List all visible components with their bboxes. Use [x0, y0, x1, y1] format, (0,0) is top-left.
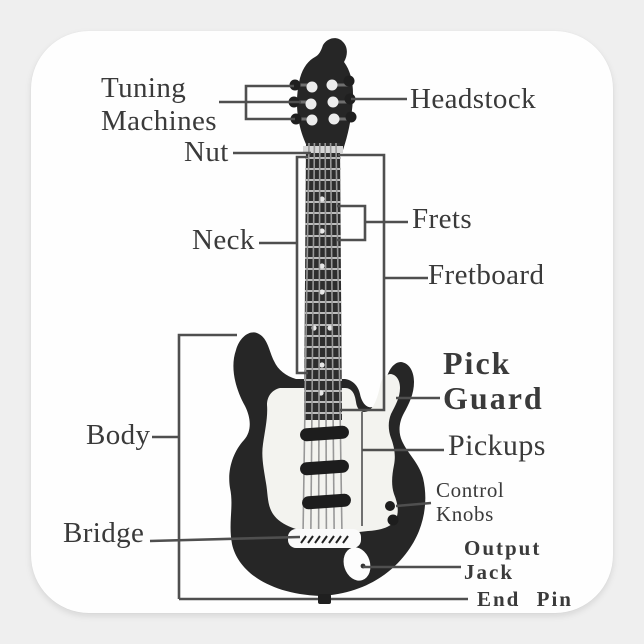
inlay-dot [327, 325, 333, 331]
guitar-illustration [229, 38, 426, 596]
label-tuning-machines: Tuning Machines [101, 72, 217, 138]
label-nut: Nut [184, 136, 229, 168]
control-knob [385, 501, 395, 511]
control-knobs-leader [395, 501, 432, 508]
tuning-machine-shafts [294, 83, 351, 121]
tuner-button [327, 96, 339, 108]
tuner-button [328, 113, 340, 125]
inlay-dot [319, 228, 325, 234]
label-control-knobs: Control Knobs [436, 478, 504, 526]
label-fretboard: Fretboard [428, 259, 545, 291]
output-jack-shape [343, 547, 371, 581]
tuning-peg [289, 79, 301, 91]
tuning-pegs [288, 75, 357, 125]
pickup [300, 459, 349, 476]
pickguard-shape [262, 374, 400, 534]
tuning-peg [345, 111, 357, 123]
label-bridge: Bridge [63, 517, 145, 549]
inlay-dot [319, 196, 325, 202]
label-tuning-machines-line1: Tuning [101, 72, 187, 104]
tuning-machines-bracket [219, 84, 301, 121]
label-output-jack-line2: Jack [464, 560, 514, 584]
tuner-button [305, 98, 317, 110]
tuner-button [326, 79, 338, 91]
tuning-peg [344, 93, 356, 105]
bridge-saddles [300, 535, 349, 544]
nut-shape [303, 146, 343, 153]
label-control-knobs-line2: Knobs [436, 502, 494, 526]
label-output-jack: Output Jack [464, 536, 541, 584]
fret-lines [304, 157, 342, 414]
tuner-button [306, 81, 318, 93]
tuning-peg [343, 75, 355, 87]
label-pick-guard: Pick Guard [443, 346, 544, 416]
neck-bracket [295, 155, 308, 375]
pickup [300, 425, 349, 442]
body-bracket [177, 333, 237, 599]
pickup [302, 493, 351, 510]
tuner-button [306, 114, 318, 126]
tuner-buttons [305, 79, 340, 126]
fretboard-bracket [338, 153, 386, 412]
label-body: Body [86, 419, 151, 451]
label-end-pin: End Pin [477, 587, 573, 611]
control-knob [387, 514, 399, 526]
bridge-leader [149, 535, 301, 543]
label-pickups: Pickups [448, 429, 546, 462]
pickups-group [300, 425, 351, 510]
inlay-dot [319, 263, 325, 269]
inlay-dot [319, 289, 325, 295]
label-pick-guard-line1: Pick [443, 345, 512, 381]
tuning-peg [290, 113, 302, 125]
inlay-dot [319, 362, 325, 368]
label-neck: Neck [192, 224, 255, 256]
leader-lines [149, 84, 468, 604]
frets-bracket [337, 204, 367, 242]
label-pick-guard-line2: Guard [443, 380, 544, 416]
label-control-knobs-line1: Control [436, 478, 505, 502]
end-pin-shape [318, 594, 331, 604]
label-output-jack-line1: Output [464, 536, 542, 560]
label-headstock: Headstock [410, 83, 537, 115]
label-tuning-machines-line2: Machines [101, 105, 217, 137]
label-frets: Frets [412, 203, 472, 235]
headstock-shape [296, 38, 353, 151]
